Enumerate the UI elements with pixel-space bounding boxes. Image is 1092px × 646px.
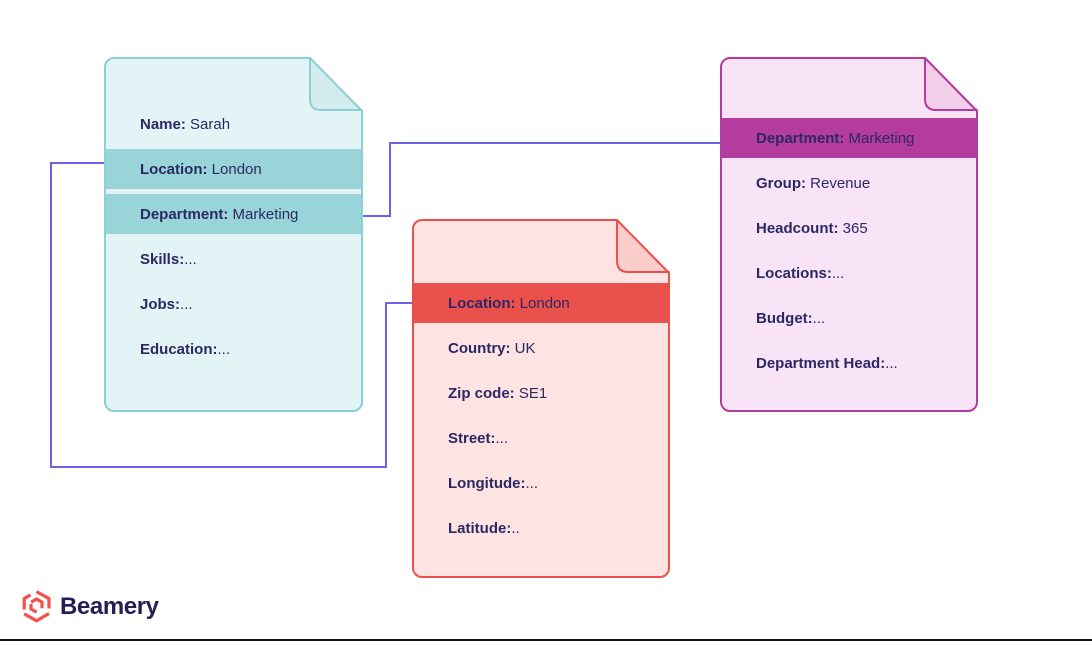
department-field-department-head: Department Head:... (722, 343, 976, 383)
field-value: ... (184, 250, 197, 268)
field-label: Jobs: (140, 295, 181, 313)
field-label: Latitude: (448, 519, 512, 537)
field-label: Department: (140, 205, 229, 223)
department-field-department: Department: Marketing (722, 118, 976, 158)
field-value: Revenue (806, 174, 871, 192)
location-field-latitude: Latitude:.. (414, 508, 668, 548)
field-value: UK (510, 339, 536, 357)
field-value: ... (180, 295, 193, 313)
folded-corner-icon (616, 219, 670, 273)
department-field-headcount: Headcount: 365 (722, 208, 976, 248)
field-value: London (207, 160, 262, 178)
field-value: Sarah (185, 115, 231, 133)
connector-department-link (363, 142, 720, 217)
field-value: .. (511, 519, 520, 537)
beamery-logo: Beamery (21, 589, 159, 624)
field-label: Department Head: (756, 354, 886, 372)
field-value: SE1 (514, 384, 548, 402)
field-label: Location: (448, 294, 516, 312)
location-field-longitude: Longitude:... (414, 463, 668, 503)
person-field-education: Education:... (106, 329, 361, 369)
field-label: Skills: (140, 250, 185, 268)
department-field-group: Group: Revenue (722, 163, 976, 203)
field-value: London (515, 294, 570, 312)
location-field-zip-code: Zip code: SE1 (414, 373, 668, 413)
person-field-department: Department: Marketing (106, 194, 361, 234)
field-label: Longitude: (448, 474, 526, 492)
field-value: ... (885, 354, 898, 372)
field-label: Headcount: (756, 219, 839, 237)
field-label: Locations: (756, 264, 832, 282)
field-label: Street: (448, 429, 496, 447)
beamery-logo-icon (22, 590, 51, 623)
field-label: Group: (756, 174, 806, 192)
field-value: ... (831, 264, 845, 282)
folded-corner-icon (309, 57, 363, 111)
field-value: Marketing (844, 129, 915, 147)
field-label: Zip code: (448, 384, 515, 402)
field-value: ... (812, 309, 826, 327)
person-field-jobs: Jobs:... (106, 284, 361, 324)
field-label: Country: (448, 339, 511, 357)
location-field-country: Country: UK (414, 328, 668, 368)
person-field-skills: Skills:... (106, 239, 361, 279)
department-field-locations: Locations:... (722, 253, 976, 293)
department-field-budget: Budget:... (722, 298, 976, 338)
field-value: ... (495, 429, 509, 447)
field-label: Education: (140, 340, 218, 358)
field-label: Budget: (756, 309, 813, 327)
field-value: ... (525, 474, 538, 492)
field-value: 365 (838, 219, 868, 237)
field-label: Department: (756, 129, 845, 147)
location-field-street: Street:... (414, 418, 668, 458)
location-field-location: Location: London (414, 283, 668, 323)
folded-corner-icon (924, 57, 978, 111)
bottom-divider-line (0, 639, 1092, 641)
connector-location-link (50, 162, 412, 468)
field-label: Name: (140, 115, 186, 133)
field-value: ... (217, 340, 231, 358)
person-field-name: Name: Sarah (106, 104, 361, 144)
field-label: Location: (140, 160, 208, 178)
field-value: Marketing (228, 205, 299, 223)
person-field-location: Location: London (106, 149, 361, 189)
beamery-logo-text: Beamery (60, 592, 159, 620)
